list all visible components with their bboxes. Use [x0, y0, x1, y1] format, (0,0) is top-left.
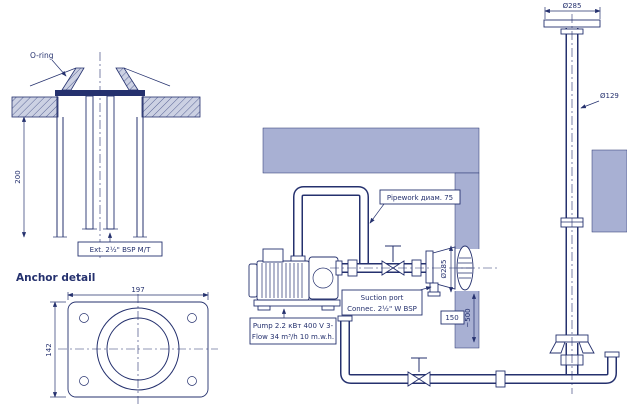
- bottom-pipe-right-flange: [604, 351, 620, 358]
- terminal-box: [262, 248, 284, 263]
- anchor-leg-right: [106, 95, 115, 230]
- motor-body: [256, 260, 310, 301]
- jet-assembly: [425, 245, 474, 297]
- floor-anchor-foot-left: [549, 341, 566, 354]
- bolt-hole: [79, 313, 89, 323]
- pool-far-wall: [591, 149, 627, 233]
- anchor-detail-title: Anchor detail: [16, 272, 95, 284]
- pump-base: [253, 299, 341, 307]
- thread-note-box: [77, 241, 163, 257]
- depth-dimension: 200: [14, 170, 22, 183]
- deck-slab: [262, 127, 480, 174]
- suction-note-line2: Connec. 2½" W BSP: [347, 305, 417, 313]
- flange-plan: 197 142: [45, 286, 218, 404]
- bolt-hole: [187, 313, 197, 323]
- anchor-wing-right: [115, 67, 139, 91]
- pump-unit: [248, 248, 343, 311]
- deck-slab-right: [141, 96, 201, 118]
- pipe-union: [495, 370, 506, 388]
- dim-500: ~500: [464, 308, 472, 327]
- pipe-diameter-dimension: Ø129: [600, 92, 619, 100]
- thread-note: Ext. 2½" BSP M/T: [90, 246, 151, 254]
- floor-anchor-foot-right: [578, 341, 595, 354]
- bolt-hole: [187, 376, 197, 386]
- callouts: Pipework диам. 75 Suction port Connec. 2…: [249, 189, 461, 345]
- suction-stub: [429, 282, 439, 294]
- flange-height-dimension: 142: [45, 343, 53, 356]
- deck-slab-left: [11, 96, 59, 118]
- dim-150: 150: [445, 314, 458, 322]
- shutoff-valve-bottom-line: [407, 357, 431, 387]
- dimensions: Ø285 Ø129 Ø285 150 ~500: [440, 2, 619, 343]
- pump-note-line1: Pump 2.2 кВт 400 V 3-: [253, 322, 334, 330]
- bottom-pipe-left-flange: [337, 315, 353, 322]
- pipework-note: Pipework диам. 75: [387, 194, 453, 202]
- anchor-wing-left: [61, 67, 85, 91]
- suction-note-line1: Suction port: [361, 294, 404, 302]
- discharge-loop-pipe: [293, 186, 369, 268]
- oring-label: O-ring: [30, 51, 54, 60]
- pump-note-line2: Flow 34 m³/h 10 m.w.h.: [252, 333, 334, 341]
- jet-back-flange: [425, 250, 434, 284]
- fan-cover: [248, 263, 258, 298]
- discharge-flange: [290, 255, 306, 262]
- cap-diameter-dimension: Ø285: [563, 2, 582, 10]
- bolt-hole: [79, 376, 89, 386]
- pump-note-box: [249, 317, 337, 345]
- installation-section: Ø285 Ø129 Ø285 150 ~500 Pipework диам. 7…: [248, 2, 627, 394]
- pipework-note-box: [379, 189, 461, 205]
- anchor-section: O-ring 200 Ext. 2½" BSP M/T Anchor detai…: [11, 51, 201, 284]
- anchor-leg-left: [85, 95, 94, 230]
- jet-diameter-dimension: Ø285: [440, 260, 448, 279]
- pump-head: [308, 256, 339, 300]
- suction-note-box: [341, 289, 423, 316]
- flange-width-dimension: 197: [131, 286, 144, 294]
